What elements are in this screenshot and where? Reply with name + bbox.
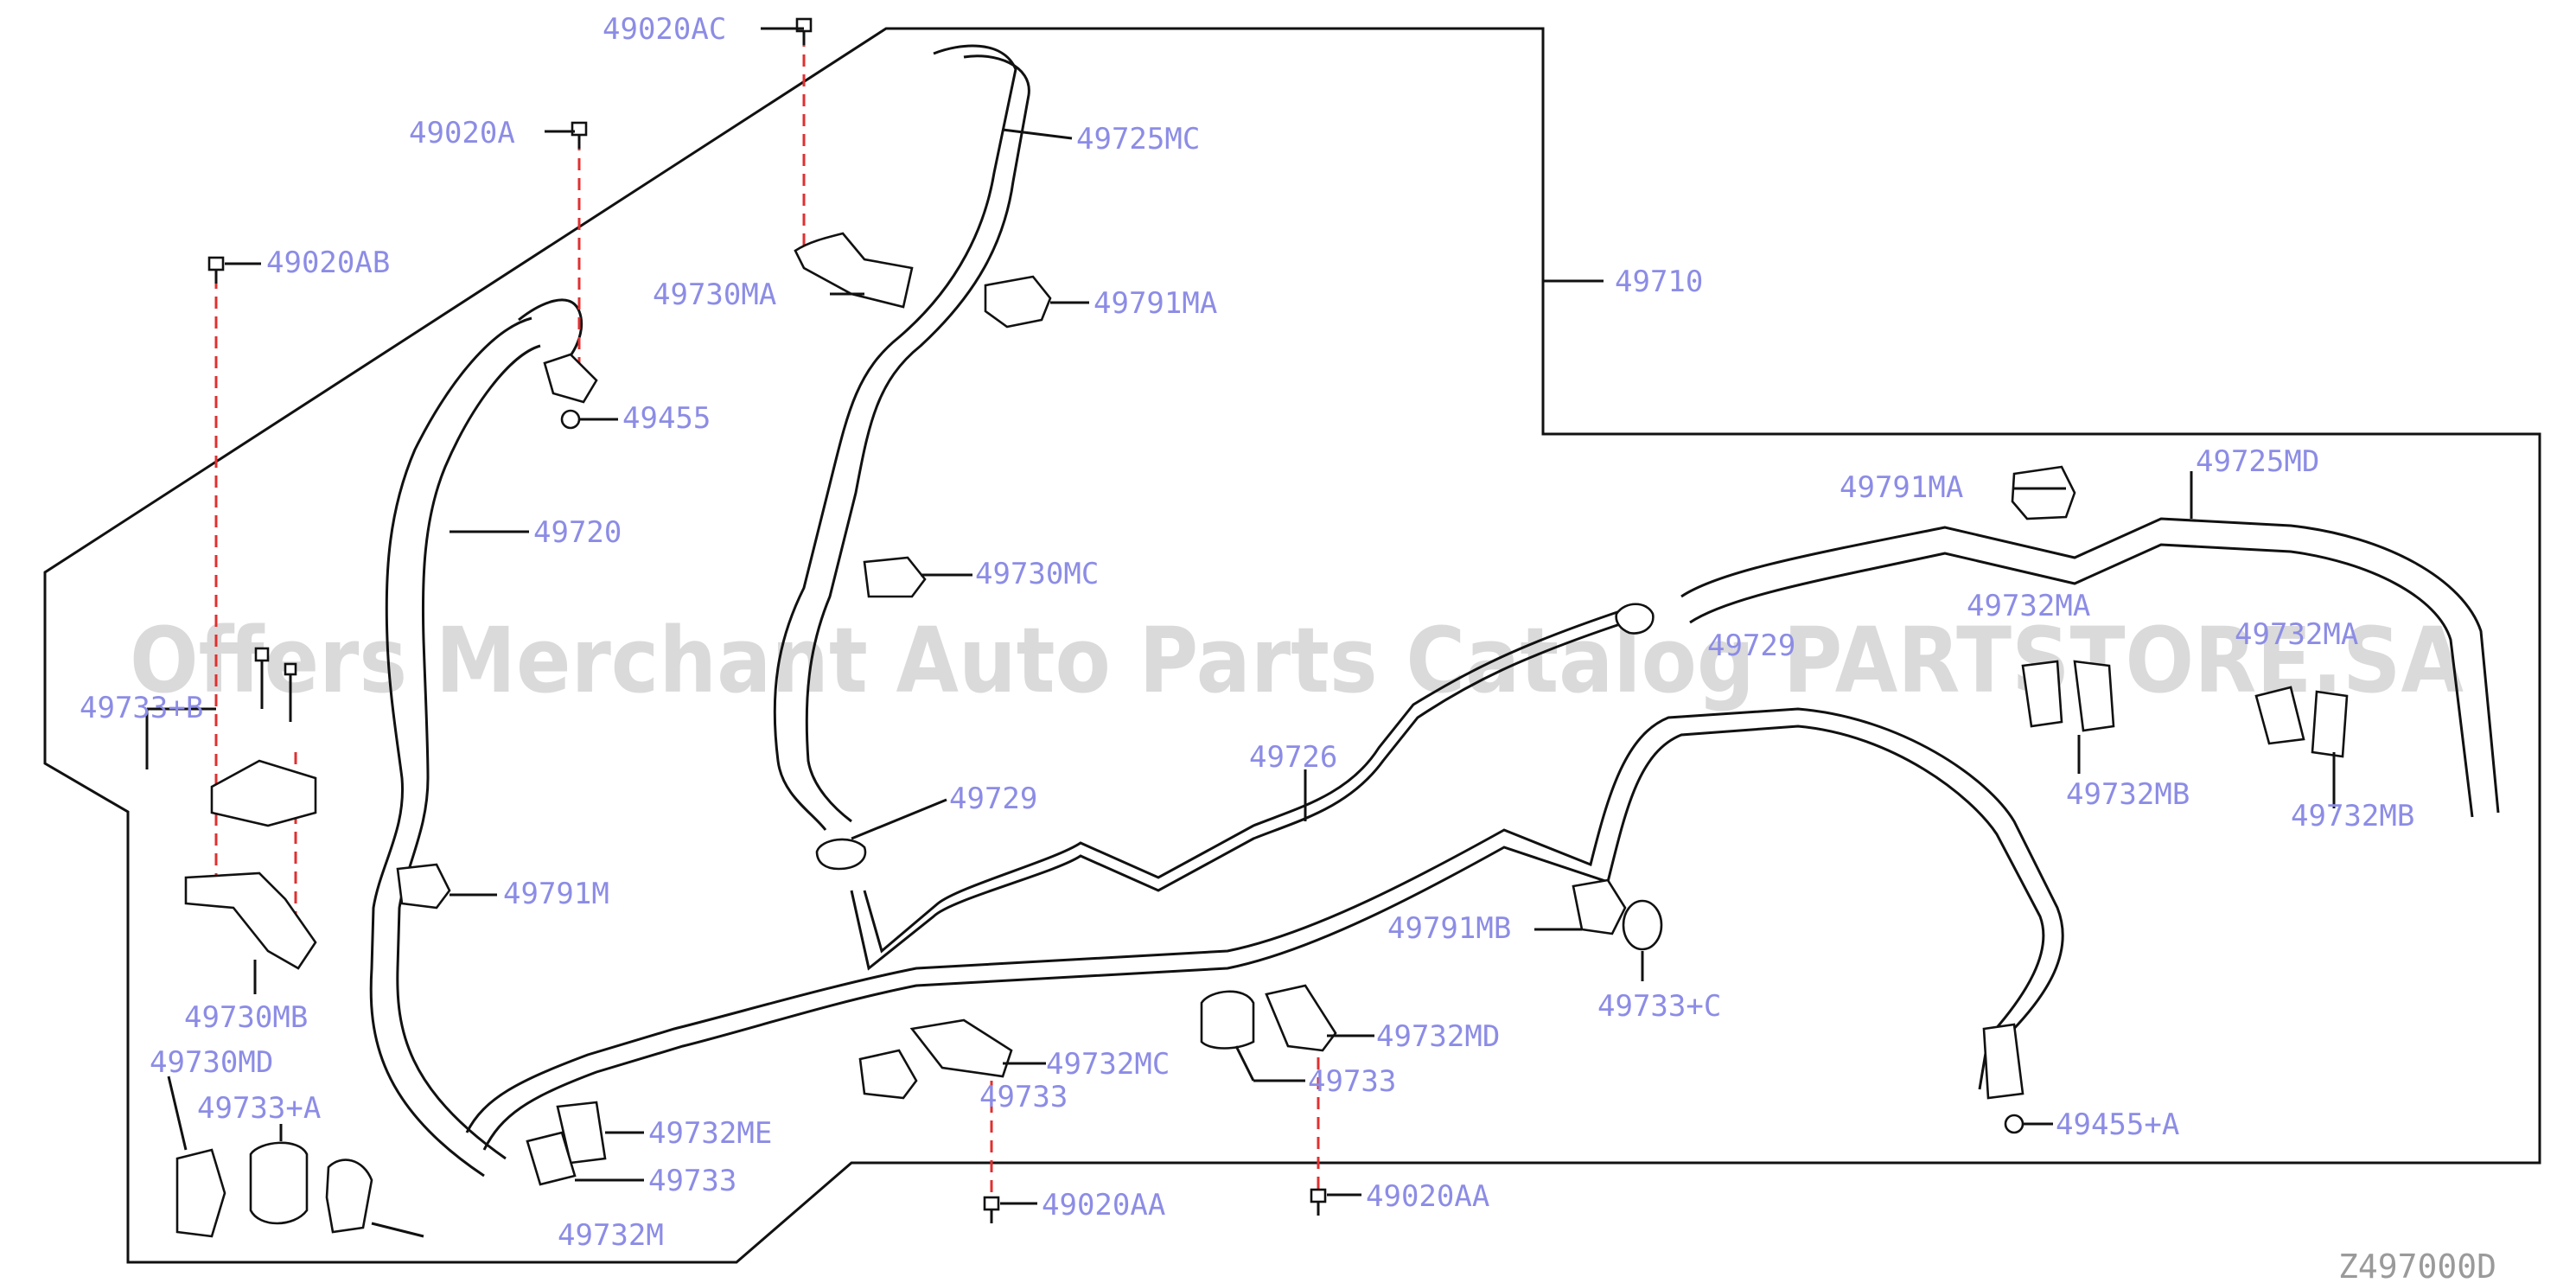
label-49791MB[interactable]: 49791MB bbox=[1387, 911, 1511, 946]
clamp-49732MA-left[interactable] bbox=[2021, 660, 2063, 728]
bolt-49733B-b[interactable] bbox=[284, 662, 297, 722]
bolt-49020AA-right[interactable] bbox=[1310, 1188, 1327, 1216]
clip-49729[interactable] bbox=[815, 838, 867, 871]
label-49732MB-2[interactable]: 49732MB bbox=[2291, 799, 2414, 833]
grommet-49733A[interactable] bbox=[249, 1141, 309, 1225]
label-49020A[interactable]: 49020A bbox=[409, 116, 515, 150]
grommet-49733-md[interactable] bbox=[1200, 990, 1255, 1050]
label-49732ME[interactable]: 49732ME bbox=[648, 1116, 772, 1151]
hose-49725MD[interactable] bbox=[1680, 517, 2500, 818]
label-49455[interactable]: 49455 bbox=[622, 401, 711, 436]
clip-49791MA-top[interactable] bbox=[984, 275, 1052, 329]
bolt-49020AC[interactable] bbox=[795, 17, 813, 45]
label-49730MB[interactable]: 49730MB bbox=[184, 1000, 308, 1035]
label-49020AC[interactable]: 49020AC bbox=[603, 12, 726, 47]
oring-49455[interactable] bbox=[560, 409, 581, 430]
label-49732MC[interactable]: 49732MC bbox=[1046, 1047, 1170, 1082]
clip-49791MB[interactable] bbox=[1572, 878, 1627, 935]
bolt-49020AA-left[interactable] bbox=[983, 1196, 1000, 1223]
bracket-49730MB[interactable] bbox=[184, 871, 317, 970]
label-49730MC[interactable]: 49730MC bbox=[975, 557, 1099, 591]
label-49791M[interactable]: 49791M bbox=[503, 877, 609, 911]
clamp-49732MA-mid[interactable] bbox=[2073, 660, 2115, 732]
fitting-lower-right[interactable] bbox=[1982, 1023, 2024, 1100]
label-49730MD[interactable]: 49730MD bbox=[150, 1045, 273, 1080]
label-49710[interactable]: 49710 bbox=[1615, 265, 1703, 299]
label-49732MA-1[interactable]: 49732MA bbox=[1967, 589, 2090, 623]
oring-49455A[interactable] bbox=[2004, 1114, 2024, 1134]
clamp-49730MC[interactable] bbox=[863, 556, 927, 598]
label-49726[interactable]: 49726 bbox=[1249, 740, 1337, 775]
label-49733A[interactable]: 49733+A bbox=[197, 1091, 321, 1126]
label-49020AA-2[interactable]: 49020AA bbox=[1366, 1179, 1489, 1214]
label-49725MD[interactable]: 49725MD bbox=[2196, 444, 2319, 479]
label-49791MA-top[interactable]: 49791MA bbox=[1094, 286, 1217, 321]
clamp-49732M[interactable] bbox=[325, 1159, 373, 1234]
label-49791MA-right[interactable]: 49791MA bbox=[1840, 470, 1963, 505]
grommet-49733-me[interactable] bbox=[526, 1131, 577, 1186]
label-49020AB[interactable]: 49020AB bbox=[266, 246, 390, 280]
bolt-49020AB[interactable] bbox=[207, 256, 225, 284]
clamp-49732MD[interactable] bbox=[1265, 984, 1337, 1052]
grommet-49733C[interactable] bbox=[1622, 899, 1663, 951]
pipe-lower-return[interactable] bbox=[465, 707, 2064, 1151]
label-49730MA[interactable]: 49730MA bbox=[653, 278, 776, 312]
clamp-49732MA-right[interactable] bbox=[2254, 686, 2305, 745]
grommet-49733-mc[interactable] bbox=[858, 1049, 918, 1100]
label-49729-right[interactable]: 49729 bbox=[1707, 629, 1795, 663]
fitting-49720-top[interactable] bbox=[543, 353, 598, 404]
label-49733-md[interactable]: 49733 bbox=[1308, 1064, 1396, 1099]
bolt-49733B-a[interactable] bbox=[254, 647, 270, 709]
label-49020AA-1[interactable]: 49020AA bbox=[1042, 1188, 1165, 1222]
bracket-49730MD[interactable] bbox=[175, 1148, 226, 1238]
assembly-boundary bbox=[43, 27, 2541, 1264]
label-49732MA-2[interactable]: 49732MA bbox=[2235, 617, 2358, 652]
bolt-49020A[interactable] bbox=[571, 121, 588, 149]
clip-49729-right[interactable] bbox=[1615, 603, 1655, 635]
hose-49720[interactable] bbox=[369, 298, 583, 1178]
hose-49725MC[interactable] bbox=[773, 44, 1030, 831]
label-49733-me[interactable]: 49733 bbox=[648, 1164, 736, 1198]
label-49725MC[interactable]: 49725MC bbox=[1076, 122, 1200, 156]
label-49732MB-1[interactable]: 49732MB bbox=[2066, 777, 2190, 812]
watermark-text: Offers Merchant Auto Parts Catalog PARTS… bbox=[130, 608, 2464, 713]
label-49720[interactable]: 49720 bbox=[533, 515, 622, 550]
label-49732MD[interactable]: 49732MD bbox=[1376, 1019, 1500, 1054]
clamp-49732MC[interactable] bbox=[909, 1018, 1013, 1078]
label-49733-mc[interactable]: 49733 bbox=[979, 1080, 1068, 1114]
clamp-49732MB-right[interactable] bbox=[2311, 690, 2349, 758]
leader-lines bbox=[145, 27, 2336, 1238]
label-49732M[interactable]: 49732M bbox=[558, 1218, 664, 1253]
bracket-49730MA[interactable] bbox=[794, 232, 914, 309]
pipe-49726[interactable] bbox=[850, 608, 1626, 971]
label-49729[interactable]: 49729 bbox=[949, 782, 1037, 816]
label-49733B[interactable]: 49733+B bbox=[80, 691, 203, 725]
label-49733C[interactable]: 49733+C bbox=[1597, 989, 1721, 1024]
clip-49791MA-right[interactable] bbox=[2011, 465, 2076, 520]
bracket-49733B[interactable] bbox=[210, 759, 317, 827]
label-49455A[interactable]: 49455+A bbox=[2056, 1107, 2179, 1142]
clip-49791M[interactable] bbox=[396, 863, 451, 910]
drawing-code: Z497000D bbox=[2338, 1248, 2496, 1283]
